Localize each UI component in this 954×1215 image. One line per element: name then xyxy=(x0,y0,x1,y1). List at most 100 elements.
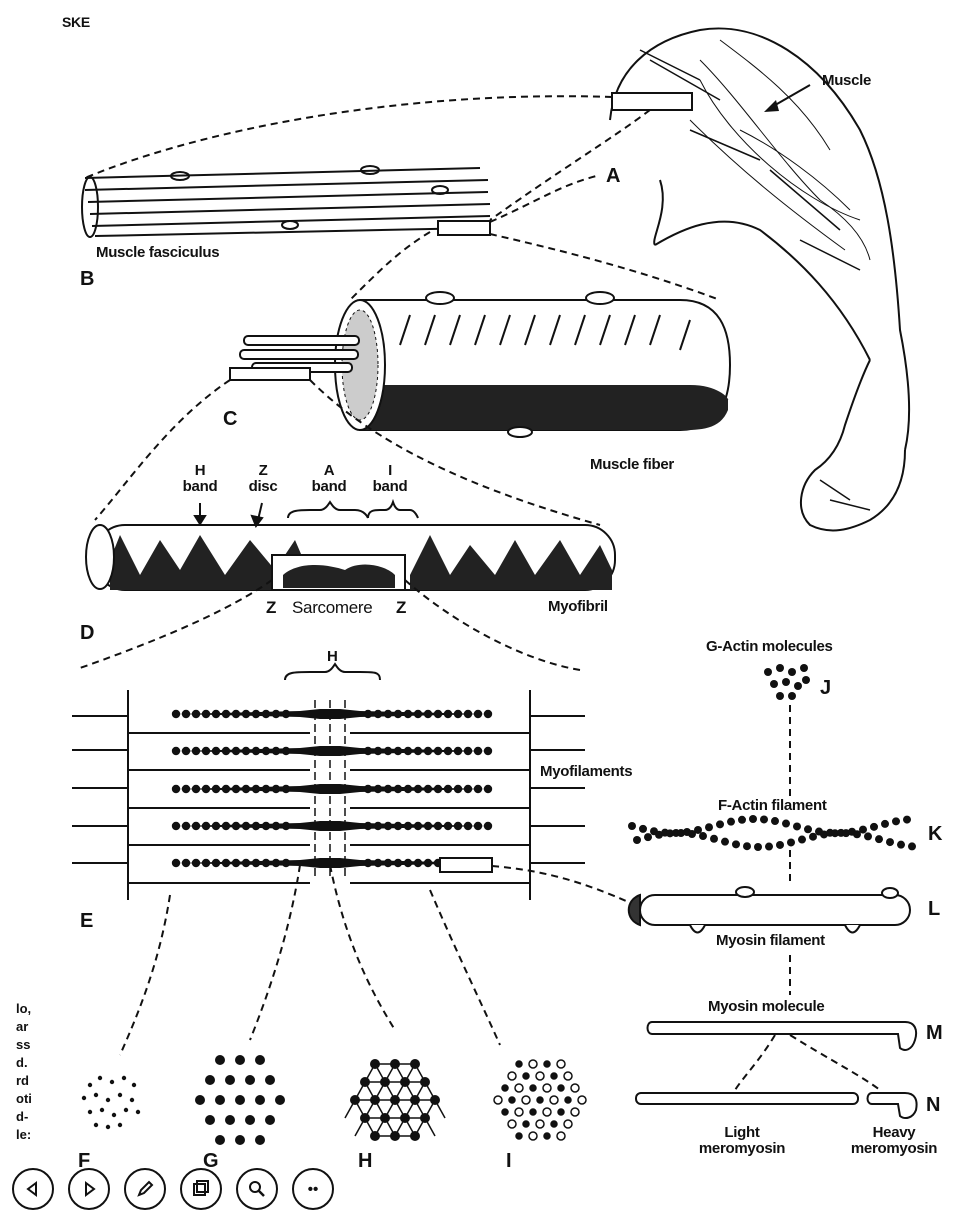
filament-cross-dot xyxy=(565,1097,571,1103)
myosin-head xyxy=(484,747,492,755)
f-actin-bead xyxy=(859,826,867,834)
myosin-head xyxy=(202,822,210,830)
myosin-head xyxy=(384,822,392,830)
g-actin-molecule xyxy=(794,682,802,690)
filament-cross-dot xyxy=(543,1108,551,1116)
thin-filament-dot xyxy=(88,1110,92,1114)
filament-cross-dot xyxy=(551,1121,557,1127)
filament-cross-dot xyxy=(523,1073,529,1079)
myosin-head xyxy=(484,822,492,830)
label-c: C xyxy=(223,408,237,431)
pen-icon xyxy=(135,1179,155,1199)
f-actin-bead xyxy=(908,842,916,850)
g-actin-molecule xyxy=(770,680,778,688)
thick-filament-dot xyxy=(235,1095,245,1105)
cropped-text-line: ar xyxy=(16,1018,32,1036)
myosin-head xyxy=(464,822,472,830)
myosin-head xyxy=(464,710,472,718)
f-actin-bead xyxy=(754,843,762,851)
myosin-head xyxy=(464,785,472,793)
myosin-head xyxy=(182,785,190,793)
myosin-head xyxy=(414,710,422,718)
corner-label: SKE xyxy=(62,14,90,30)
myosin-head xyxy=(172,822,180,830)
lattice-node xyxy=(410,1131,420,1141)
filament-cross-dot xyxy=(502,1085,508,1091)
thin-filament-dot xyxy=(122,1076,126,1080)
myosin-head xyxy=(434,747,442,755)
label-b: B xyxy=(80,268,94,291)
f-actin-bead xyxy=(699,832,707,840)
thin-filament-dot xyxy=(100,1108,104,1112)
g-actin-molecule xyxy=(788,692,796,700)
label-muscle: Muscle xyxy=(822,72,871,89)
thick-filament-dot xyxy=(235,1135,245,1145)
thin-filament-dot xyxy=(130,1098,134,1102)
filament-cross-dot xyxy=(509,1097,515,1103)
myosin-head xyxy=(172,710,180,718)
gallery-icon xyxy=(191,1179,211,1199)
myosin-head xyxy=(212,822,220,830)
myosin-head xyxy=(424,747,432,755)
lattice-link xyxy=(345,1100,355,1118)
myosin-head xyxy=(232,859,240,867)
myosin-head xyxy=(474,747,482,755)
myosin-head xyxy=(364,710,372,718)
myosin-head xyxy=(414,785,422,793)
thin-filament-dot xyxy=(106,1098,110,1102)
thin-filament-dot xyxy=(98,1076,102,1080)
myosin-head xyxy=(364,747,372,755)
filament-cross-dot xyxy=(536,1120,544,1128)
more-button[interactable]: •• xyxy=(292,1168,334,1210)
myosin-head xyxy=(484,710,492,718)
chevron-left-icon xyxy=(23,1179,43,1199)
cropped-text-line: d. xyxy=(16,1054,32,1072)
f-actin-bead xyxy=(721,838,729,846)
myosin-head xyxy=(242,822,250,830)
zoom-button[interactable] xyxy=(236,1168,278,1210)
myosin-head xyxy=(202,710,210,718)
myosin-head xyxy=(172,785,180,793)
g-actin-molecule xyxy=(800,664,808,672)
myosin-head xyxy=(444,822,452,830)
pen-button[interactable] xyxy=(124,1168,166,1210)
myosin-head xyxy=(192,822,200,830)
f-actin-bead xyxy=(743,842,751,850)
muscle-fiber xyxy=(335,292,730,437)
filament-cross-dot xyxy=(543,1084,551,1092)
label-f-actin: F-Actin filament xyxy=(718,797,827,814)
myosin-head xyxy=(444,785,452,793)
myosin-head xyxy=(272,747,280,755)
myosin-head xyxy=(272,710,280,718)
lattice-link xyxy=(425,1118,435,1136)
myosin-head xyxy=(262,747,270,755)
next-button[interactable] xyxy=(68,1168,110,1210)
myosin-head xyxy=(212,710,220,718)
f-actin-bead xyxy=(897,841,905,849)
filament-cross-dot xyxy=(544,1133,550,1139)
myosin-head xyxy=(404,785,412,793)
prev-button[interactable] xyxy=(12,1168,54,1210)
cross-section-callouts xyxy=(120,865,635,1055)
filament-cross-dot xyxy=(578,1096,586,1104)
myosin-head xyxy=(272,822,280,830)
label-light-meromyosin: Light meromyosin xyxy=(692,1125,792,1157)
myosin-head xyxy=(182,747,190,755)
myosin-head xyxy=(384,747,392,755)
myosin-head xyxy=(252,710,260,718)
thin-filament-dot xyxy=(132,1083,136,1087)
callout-a-to-b-top xyxy=(85,96,612,178)
callout-a-to-b-bottom xyxy=(490,110,650,220)
label-z-left: Z xyxy=(266,598,276,618)
label-h-bracket: H xyxy=(327,648,338,665)
myosin-head xyxy=(404,822,412,830)
myosin-head xyxy=(262,710,270,718)
myosin-head xyxy=(282,785,290,793)
myosin-head xyxy=(252,822,260,830)
label-i-band: I band xyxy=(370,463,410,495)
myosin-head xyxy=(454,710,462,718)
myosin-head xyxy=(484,785,492,793)
muscle-fasciculus xyxy=(82,166,490,237)
gallery-button[interactable] xyxy=(180,1168,222,1210)
thick-filament-dot xyxy=(265,1115,275,1125)
